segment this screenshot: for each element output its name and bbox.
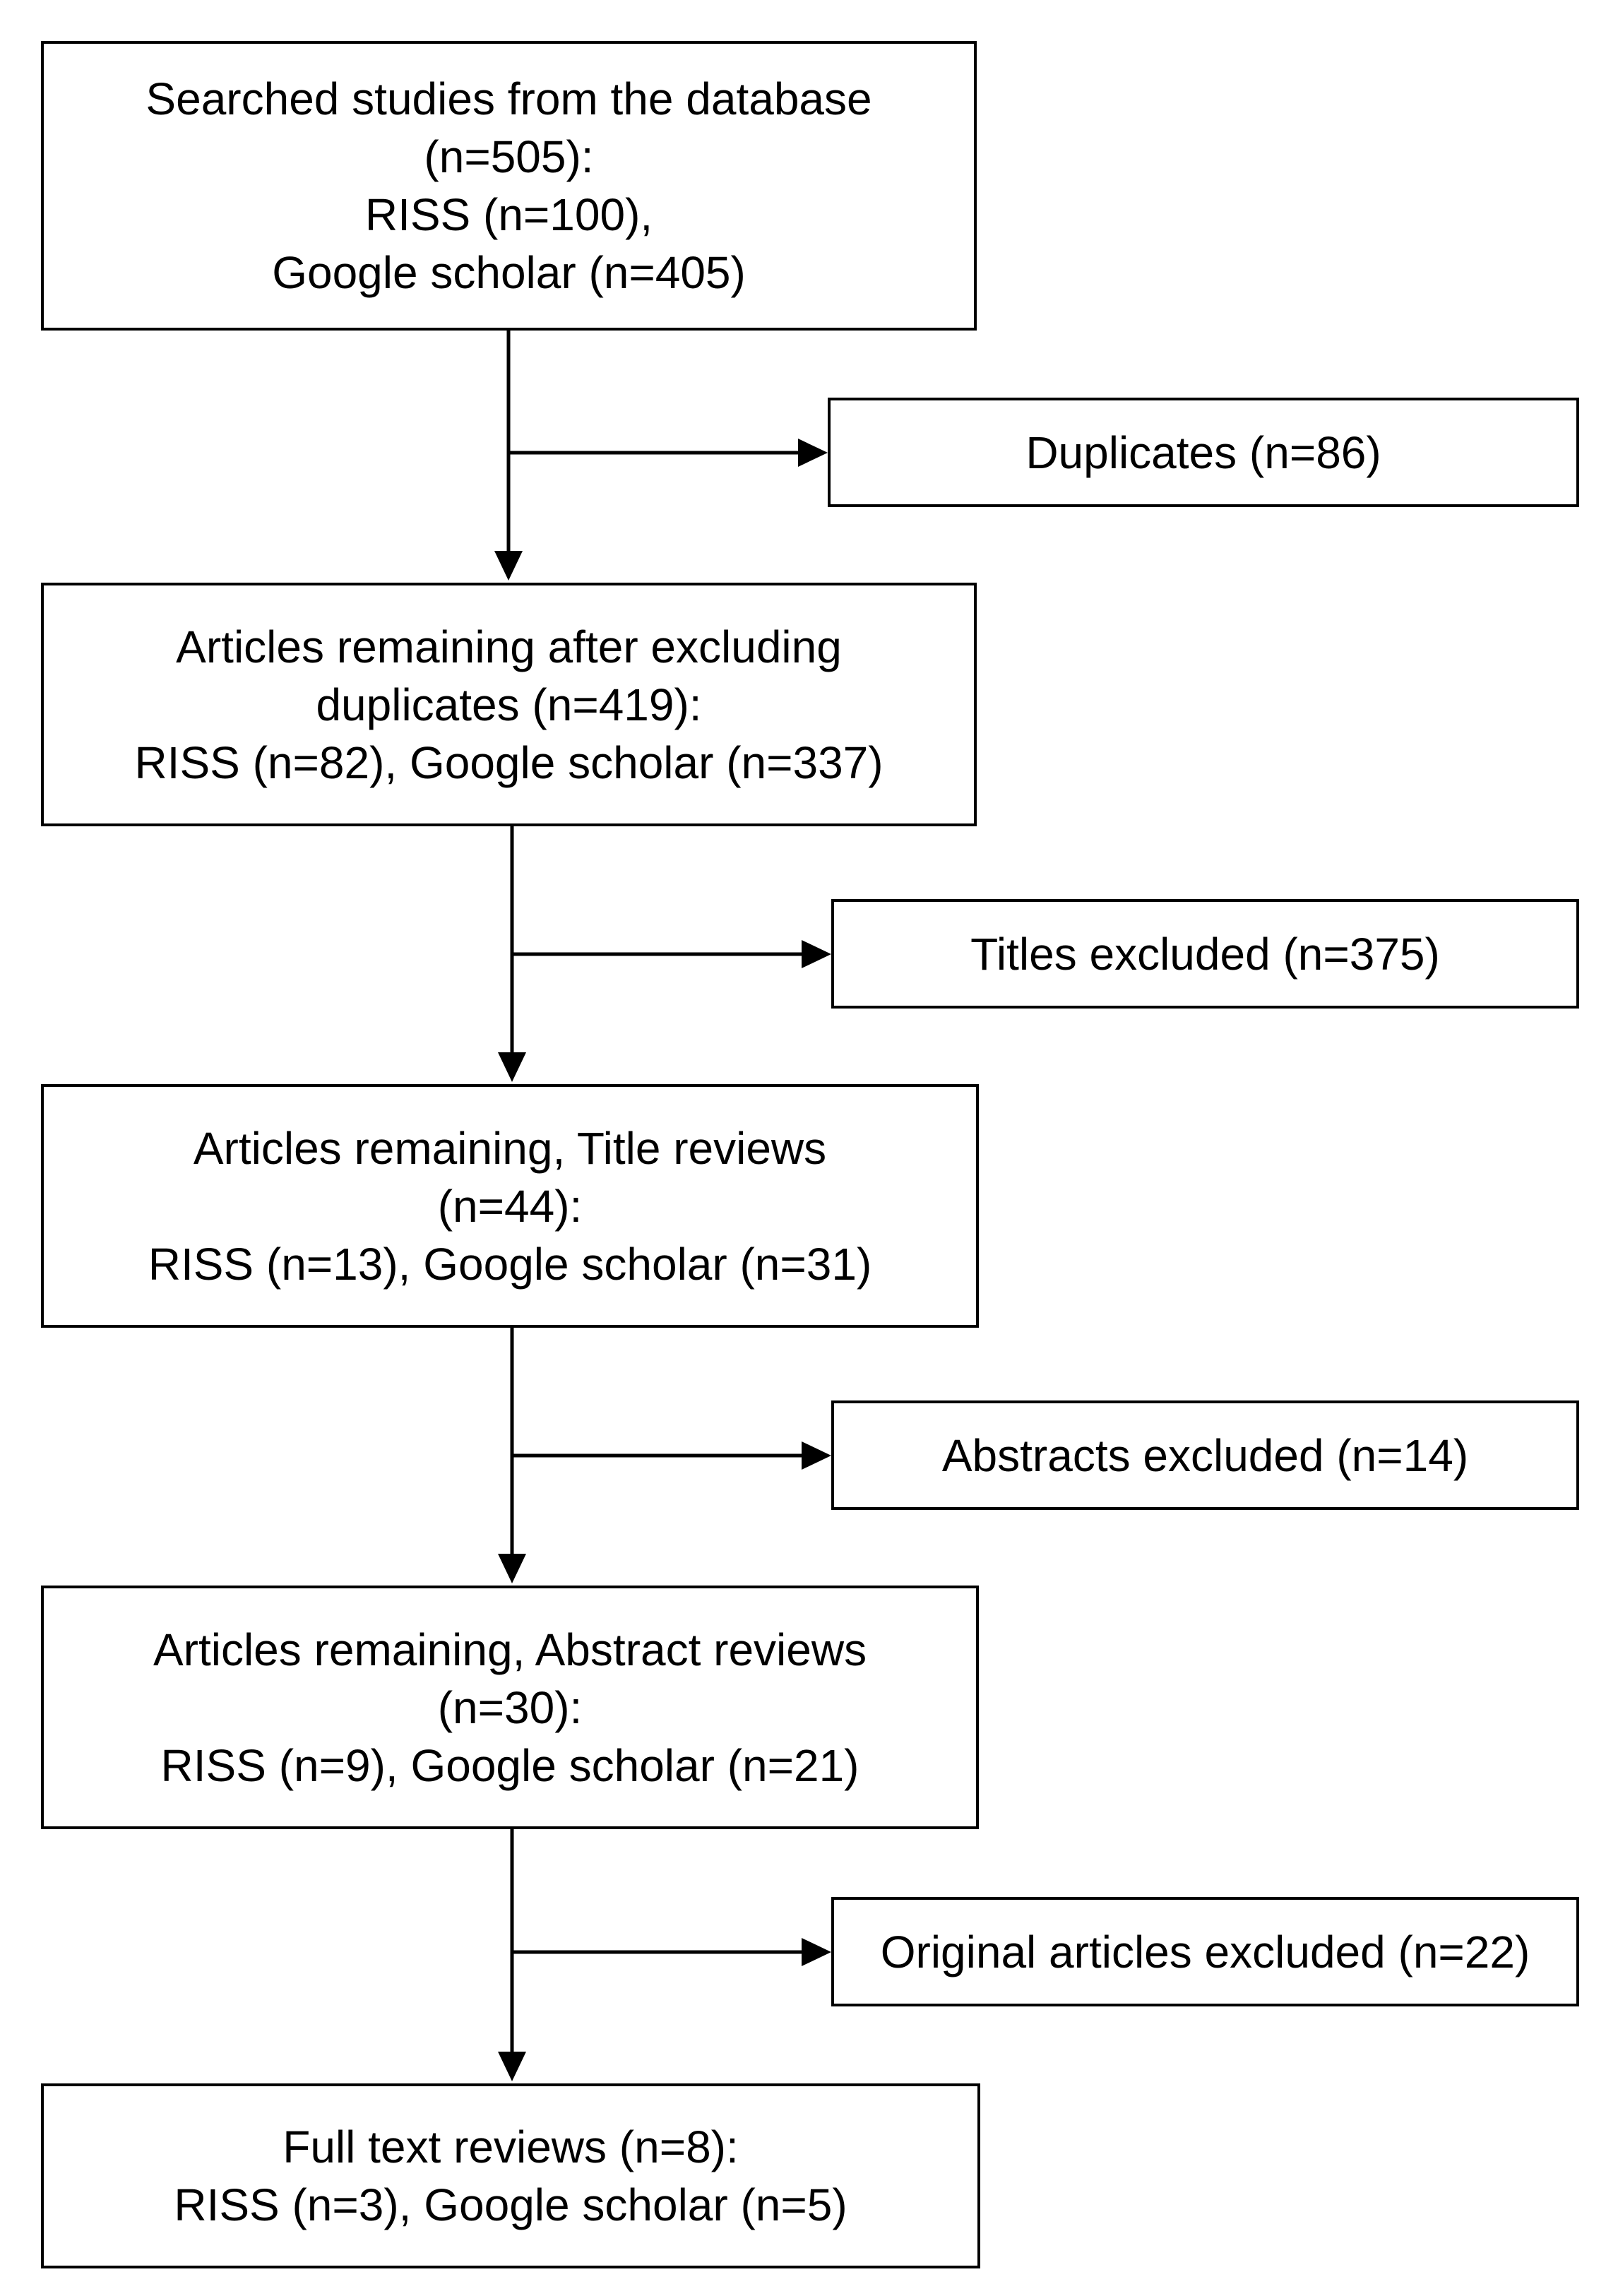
exclusion-3-label: Abstracts excluded (n=14) [941, 1429, 1469, 1481]
exclusion-box-titles-excluded: Titles excluded (n=375) [831, 899, 1579, 1009]
stage-4-line-2: (n=30): [437, 1682, 583, 1733]
exclusion-box-abstracts-excluded: Abstracts excluded (n=14) [831, 1400, 1579, 1510]
stage-2-line-3: RISS (n=82), Google scholar (n=337) [134, 737, 884, 788]
stage-box-abstract-reviews: Articles remaining, Abstract reviews (n=… [41, 1586, 979, 1829]
stage-3-line-1: Articles remaining, Title reviews [193, 1122, 827, 1174]
stage-1-line-3: RISS (n=100), [364, 189, 653, 240]
arrowhead-side-2 [802, 940, 831, 968]
exclusion-box-original-articles-excluded: Original articles excluded (n=22) [831, 1897, 1579, 2006]
stage-3-line-2: (n=44): [437, 1180, 583, 1232]
stage-2-line-2: duplicates (n=419): [316, 679, 702, 730]
arrowhead-down-2 [498, 1052, 526, 1082]
stage-5-line-2: RISS (n=3), Google scholar (n=5) [174, 2179, 847, 2230]
arrowhead-side-1 [798, 439, 828, 467]
stage-box-title-reviews: Articles remaining, Title reviews (n=44)… [41, 1084, 979, 1328]
stage-3-line-3: RISS (n=13), Google scholar (n=31) [148, 1238, 872, 1290]
exclusion-1-label: Duplicates (n=86) [1025, 427, 1381, 478]
stage-1-line-2: (n=505): [424, 131, 594, 182]
arrowhead-side-4 [802, 1938, 831, 1966]
arrowhead-side-3 [802, 1441, 831, 1470]
exclusion-box-duplicates: Duplicates (n=86) [828, 398, 1579, 507]
stage-5-line-1: Full text reviews (n=8): [282, 2122, 739, 2172]
stage-box-after-duplicates: Articles remaining after excluding dupli… [41, 583, 977, 826]
arrowhead-down-1 [494, 551, 523, 581]
stage-2-line-1: Articles remaining after excluding [176, 621, 842, 672]
arrowhead-down-4 [498, 2052, 526, 2081]
arrowhead-down-3 [498, 1554, 526, 1583]
stage-4-line-3: RISS (n=9), Google scholar (n=21) [160, 1739, 859, 1791]
stage-box-searched-studies: Searched studies from the database (n=50… [41, 41, 977, 331]
stage-box-full-text-reviews: Full text reviews (n=8): RISS (n=3), Goo… [41, 2083, 980, 2268]
exclusion-4-label: Original articles excluded (n=22) [880, 1926, 1530, 1977]
stage-1-line-4: Google scholar (n=405) [272, 247, 746, 298]
stage-1-line-1: Searched studies from the database [145, 73, 872, 124]
stage-4-line-1: Articles remaining, Abstract reviews [153, 1624, 867, 1675]
exclusion-2-label: Titles excluded (n=375) [970, 928, 1440, 980]
